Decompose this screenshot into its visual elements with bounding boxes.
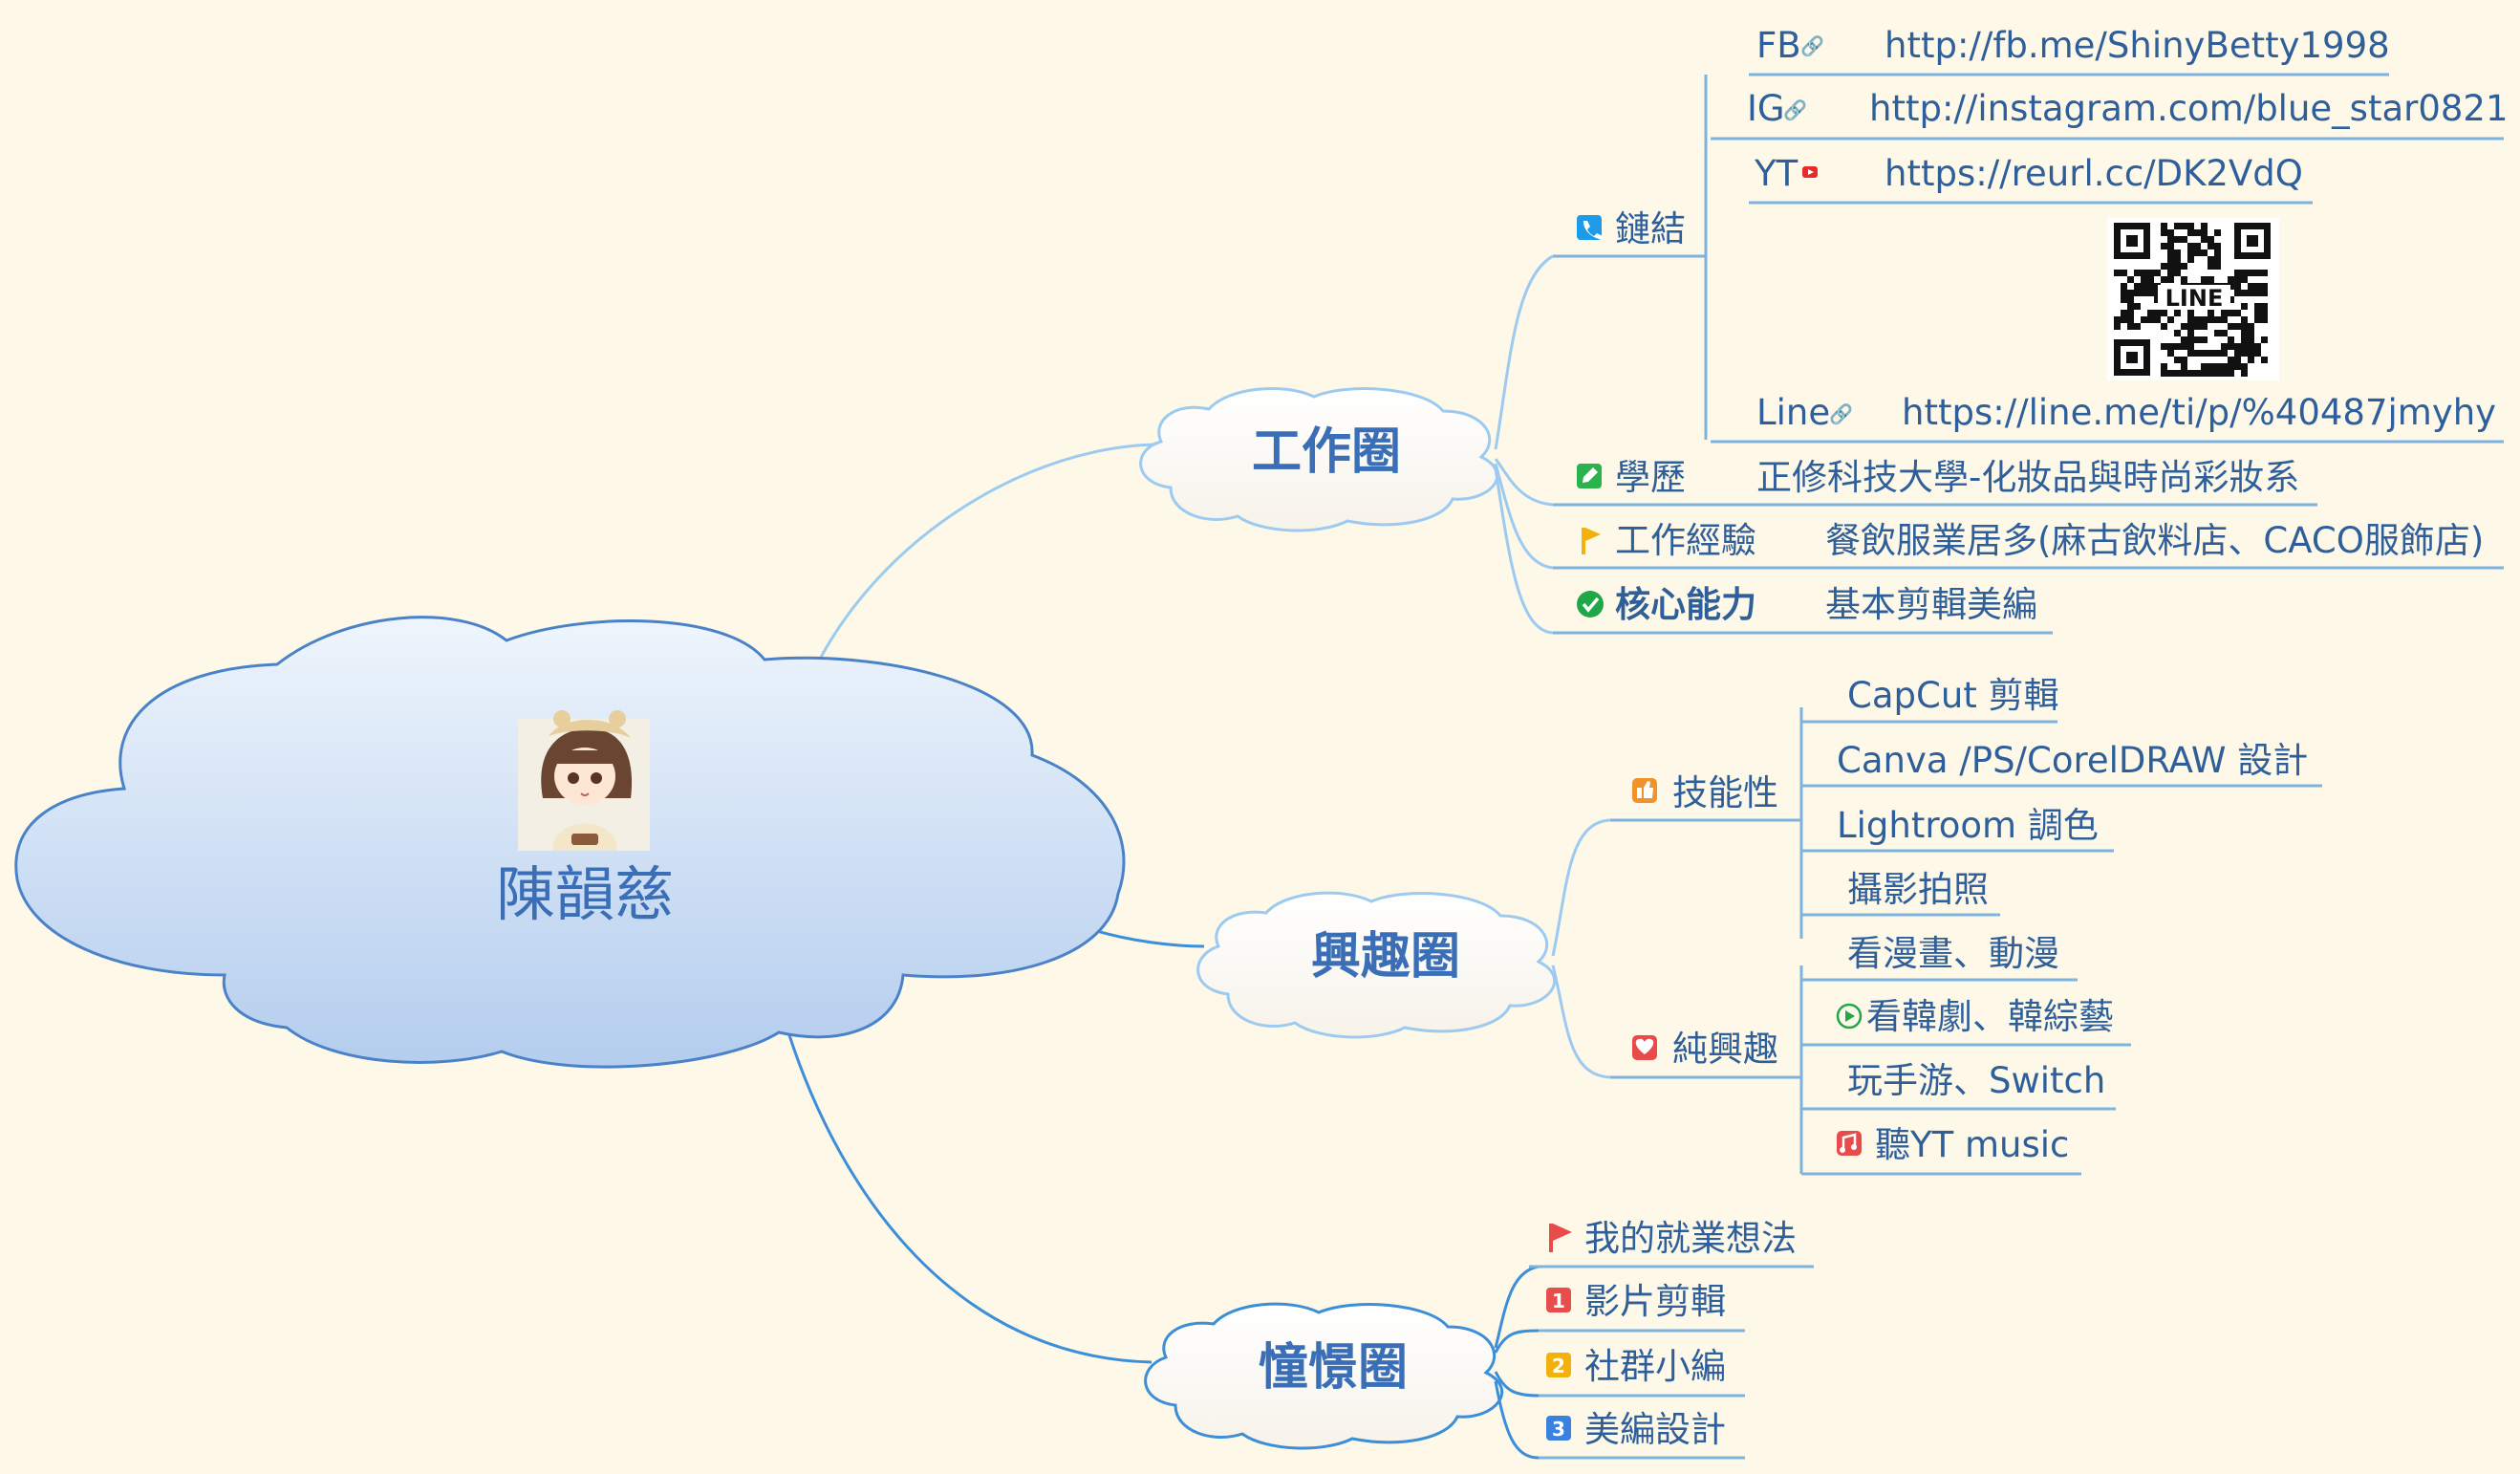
- svg-text:1: 1: [1552, 1290, 1565, 1312]
- red-flag-icon: [1549, 1224, 1572, 1252]
- branch-root-work: [810, 443, 1162, 675]
- label-pure-interest: 純興趣: [1672, 1029, 1778, 1070]
- svg-text:3: 3: [1552, 1418, 1565, 1441]
- thumbs-up-icon: [1632, 778, 1657, 803]
- skill-item: Canva /PS/CorelDRAW 設計: [1837, 740, 2308, 781]
- link-line-url[interactable]: https://line.me/ti/p/%40487jmyhy: [1902, 392, 2496, 433]
- node-core[interactable]: 核心能力 基本剪輯美編: [1577, 584, 2053, 635]
- number-badge-2: [1546, 1353, 1571, 1377]
- value-education: 正修科技大學-化妝品與時尚彩妝系: [1756, 457, 2299, 498]
- interest-item: 聽YT music: [1875, 1124, 2069, 1165]
- flag-icon: [1582, 528, 1601, 554]
- link-fb[interactable]: FB 🔗 http://fb.me/ShinyBetty1998: [1749, 25, 2390, 76]
- link-line[interactable]: Line 🔗 https://line.me/ti/p/%40487jmyhy: [1711, 392, 2504, 444]
- dream-item-label: 影片剪輯: [1584, 1281, 1726, 1322]
- link-icon: 🔗: [1800, 34, 1824, 57]
- value-experience: 餐飲服業居多(麻古飲料店、CACO服飾店): [1825, 520, 2484, 561]
- topic-title-work: 工作圈: [1252, 423, 1401, 481]
- label-core: 核心能力: [1615, 584, 1756, 625]
- link-fb-url[interactable]: http://fb.me/ShinyBetty1998: [1885, 25, 2390, 66]
- link-icon: 🔗: [1783, 98, 1807, 121]
- node-links[interactable]: 鏈結: [1577, 208, 1686, 249]
- topic-work[interactable]: 工作圈: [1139, 387, 1499, 532]
- svg-text:2: 2: [1552, 1355, 1565, 1377]
- link-ig[interactable]: IG 🔗 http://instagram.com/blue_star0821: [1711, 88, 2509, 141]
- number-badge-1: [1546, 1288, 1571, 1312]
- line-qr-code: LINE: [2107, 218, 2279, 380]
- qr-line-text: LINE: [2165, 285, 2224, 312]
- music-note-icon: [1837, 1131, 1862, 1156]
- node-pure-interest[interactable]: 純興趣: [1632, 1029, 1778, 1070]
- interest-item: 看漫畫、動漫: [1847, 933, 2059, 974]
- topic-dream[interactable]: 憧憬圈: [1144, 1302, 1504, 1450]
- root-node[interactable]: 陳韻慈: [14, 616, 1126, 1069]
- youtube-icon: [1802, 166, 1818, 178]
- dream-item-label: 社群小編: [1584, 1346, 1726, 1387]
- topic-title-hobby: 興趣圈: [1311, 928, 1460, 986]
- link-yt[interactable]: YT https://reurl.cc/DK2VdQ: [1749, 153, 2313, 205]
- label-links: 鏈結: [1615, 208, 1686, 249]
- value-core: 基本剪輯美編: [1825, 584, 2037, 625]
- dream-item-label: 美編設計: [1584, 1409, 1726, 1450]
- number-badge-3: [1546, 1416, 1571, 1441]
- label-experience: 工作經驗: [1615, 520, 1756, 561]
- dream-item[interactable]: 1 影片剪輯: [1546, 1281, 1726, 1322]
- avatar: [518, 710, 650, 851]
- label-dream-header: 我的就業想法: [1584, 1218, 1797, 1259]
- link-fb-key: FB: [1756, 25, 1801, 66]
- link-yt-key: YT: [1754, 153, 1798, 194]
- label-education: 學歷: [1615, 457, 1686, 498]
- link-line-key: Line: [1756, 392, 1830, 433]
- link-yt-url[interactable]: https://reurl.cc/DK2VdQ: [1885, 153, 2303, 194]
- play-circle-icon: [1836, 1003, 1863, 1030]
- topic-hobby[interactable]: 興趣圈: [1196, 891, 1557, 1039]
- branch-root-dream: [786, 1031, 1152, 1364]
- interest-item: 玩手游、Switch: [1847, 1060, 2105, 1101]
- heart-icon: [1632, 1035, 1657, 1060]
- link-ig-key: IG: [1747, 88, 1785, 129]
- topic-cloud-hobby: [1196, 891, 1557, 1039]
- topic-cloud-dream: [1144, 1302, 1504, 1450]
- node-education[interactable]: 學歷 正修科技大學-化妝品與時尚彩妝系: [1577, 457, 2317, 507]
- hobby-connectors: [1551, 707, 2322, 1176]
- phone-icon: [1577, 215, 1603, 240]
- work-connectors: [1494, 75, 1782, 635]
- interest-item: 看韓劇、韓綜藝: [1866, 996, 2114, 1037]
- link-icon: 🔗: [1829, 402, 1853, 425]
- skill-item: Lightroom 調色: [1837, 805, 2099, 846]
- node-dream-header[interactable]: 我的就業想法: [1549, 1218, 1797, 1259]
- node-experience[interactable]: 工作經驗 餐飲服業居多(麻古飲料店、CACO服飾店): [1582, 520, 2504, 570]
- root-title: 陳韻慈: [496, 859, 674, 929]
- branch-root-hobby: [1084, 925, 1205, 948]
- link-ig-url[interactable]: http://instagram.com/blue_star0821: [1869, 88, 2509, 129]
- check-circle-icon: [1577, 591, 1604, 618]
- topic-title-dream: 憧憬圈: [1259, 1339, 1408, 1397]
- topic-cloud-work: [1139, 387, 1499, 532]
- dream-item[interactable]: 2 社群小編: [1546, 1346, 1726, 1387]
- dream-connectors: [1494, 1265, 1814, 1460]
- label-skills: 技能性: [1672, 772, 1778, 813]
- dream-item[interactable]: 3 美編設計: [1546, 1409, 1726, 1450]
- edit-icon: [1577, 464, 1602, 488]
- skill-item: CapCut 剪輯: [1847, 675, 2059, 716]
- skill-item: 攝影拍照: [1847, 869, 1989, 910]
- node-skills[interactable]: 技能性: [1632, 772, 1778, 813]
